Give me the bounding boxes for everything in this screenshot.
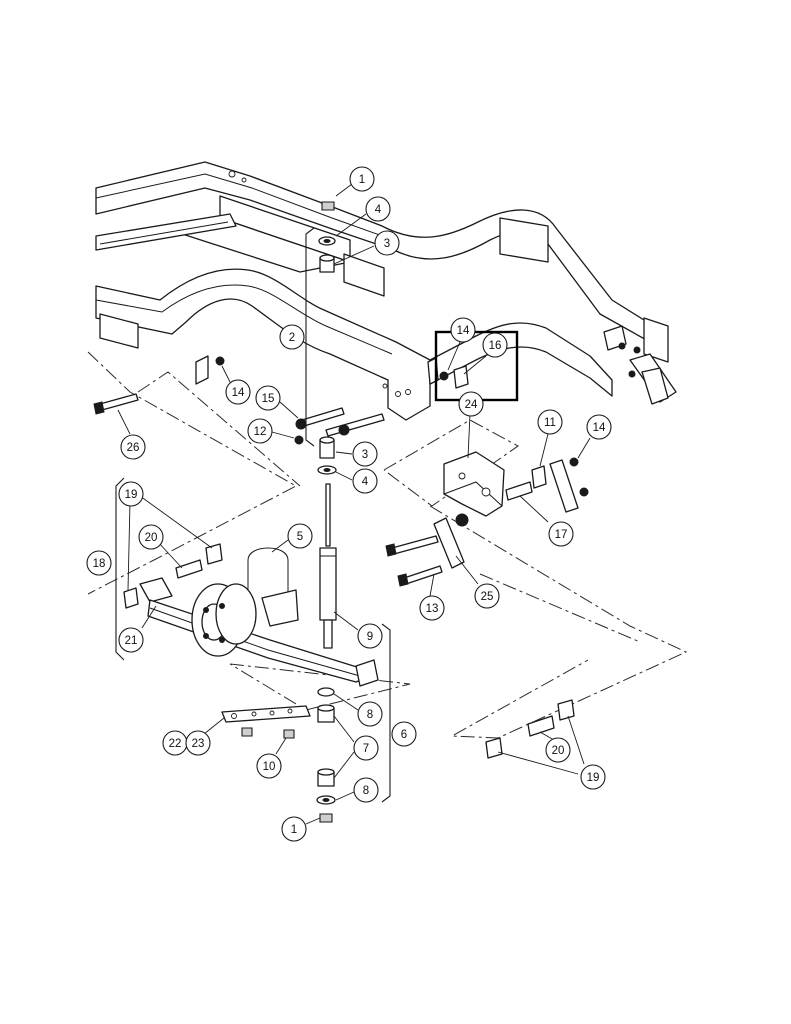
callout-14-box: 14 bbox=[450, 317, 476, 343]
callout-23: 23 bbox=[185, 730, 211, 756]
callout-label: 8 bbox=[363, 785, 369, 797]
callout-label: 15 bbox=[262, 393, 275, 405]
callout-label: 3 bbox=[362, 449, 368, 461]
callout-label: 22 bbox=[169, 738, 182, 750]
callout-21: 21 bbox=[118, 627, 144, 653]
callout-label: 23 bbox=[192, 738, 205, 750]
callout-3-mid: 3 bbox=[352, 441, 378, 467]
callout-label: 4 bbox=[375, 204, 382, 216]
callout-label: 20 bbox=[145, 532, 158, 544]
callout-22: 22 bbox=[162, 730, 188, 756]
callout-label: 12 bbox=[254, 426, 267, 438]
hardware-parts bbox=[93, 201, 589, 823]
callout-13: 13 bbox=[419, 595, 445, 621]
callout-20-right: 20 bbox=[545, 737, 571, 763]
callout-label: 24 bbox=[465, 399, 478, 411]
callout-5: 5 bbox=[287, 523, 313, 549]
callout-12: 12 bbox=[247, 418, 273, 444]
callout-15: 15 bbox=[255, 385, 281, 411]
callout-label: 5 bbox=[297, 531, 303, 543]
callout-26: 26 bbox=[120, 434, 146, 460]
callout-label: 14 bbox=[593, 422, 606, 434]
callout-3-top: 3 bbox=[374, 230, 400, 256]
bracket-2 bbox=[305, 227, 315, 447]
callout-8-lower: 8 bbox=[353, 777, 379, 803]
callout-4-mid: 4 bbox=[352, 468, 378, 494]
callout-label: 21 bbox=[125, 635, 138, 647]
callout-label: 19 bbox=[587, 772, 600, 784]
bracket-6 bbox=[381, 623, 391, 803]
group-brackets bbox=[115, 227, 391, 803]
callout-label: 2 bbox=[289, 332, 295, 344]
callout-6: 6 bbox=[391, 721, 417, 747]
callout-14-right: 14 bbox=[586, 414, 612, 440]
callout-label: 17 bbox=[555, 529, 568, 541]
callout-label: 10 bbox=[263, 761, 276, 773]
callout-2: 2 bbox=[279, 324, 305, 350]
callout-label: 8 bbox=[367, 709, 373, 721]
callout-label: 26 bbox=[127, 442, 140, 454]
callout-label: 14 bbox=[457, 325, 470, 337]
callout-8-upper: 8 bbox=[357, 701, 383, 727]
callout-19-left: 19 bbox=[118, 481, 144, 507]
callout-9: 9 bbox=[357, 623, 383, 649]
callout-label: 20 bbox=[552, 745, 565, 757]
callout-14-left: 14 bbox=[225, 379, 251, 405]
callout-label: 16 bbox=[489, 340, 502, 352]
callout-4-top: 4 bbox=[365, 196, 391, 222]
callout-label: 18 bbox=[93, 558, 106, 570]
callout-18: 18 bbox=[86, 550, 112, 576]
callout-20-left: 20 bbox=[138, 524, 164, 550]
callout-label: 11 bbox=[544, 417, 556, 429]
callout-label: 1 bbox=[359, 174, 365, 186]
callout-19-right: 19 bbox=[580, 764, 606, 790]
leader-lines bbox=[117, 183, 591, 825]
callout-label: 7 bbox=[363, 743, 369, 755]
callout-25: 25 bbox=[474, 583, 500, 609]
callout-11: 11 bbox=[537, 409, 563, 435]
callout-label: 1 bbox=[291, 824, 297, 836]
callout-label: 3 bbox=[384, 238, 390, 250]
callout-label: 6 bbox=[401, 729, 407, 741]
callout-1-top: 1 bbox=[349, 166, 375, 192]
callout-label: 25 bbox=[481, 591, 494, 603]
callout-24: 24 bbox=[458, 391, 484, 417]
bracket-18 bbox=[115, 477, 125, 661]
callout-label: 13 bbox=[426, 603, 439, 615]
callout-16: 16 bbox=[482, 332, 508, 358]
callout-7: 7 bbox=[353, 735, 379, 761]
callout-label: 9 bbox=[367, 631, 373, 643]
callout-17: 17 bbox=[548, 521, 574, 547]
callout-10: 10 bbox=[256, 753, 282, 779]
callout-label: 19 bbox=[125, 489, 138, 501]
callout-label: 4 bbox=[362, 476, 369, 488]
phantom-guide-lines bbox=[87, 351, 688, 739]
callout-1-bottom: 1 bbox=[281, 816, 307, 842]
callout-label: 14 bbox=[232, 387, 245, 399]
